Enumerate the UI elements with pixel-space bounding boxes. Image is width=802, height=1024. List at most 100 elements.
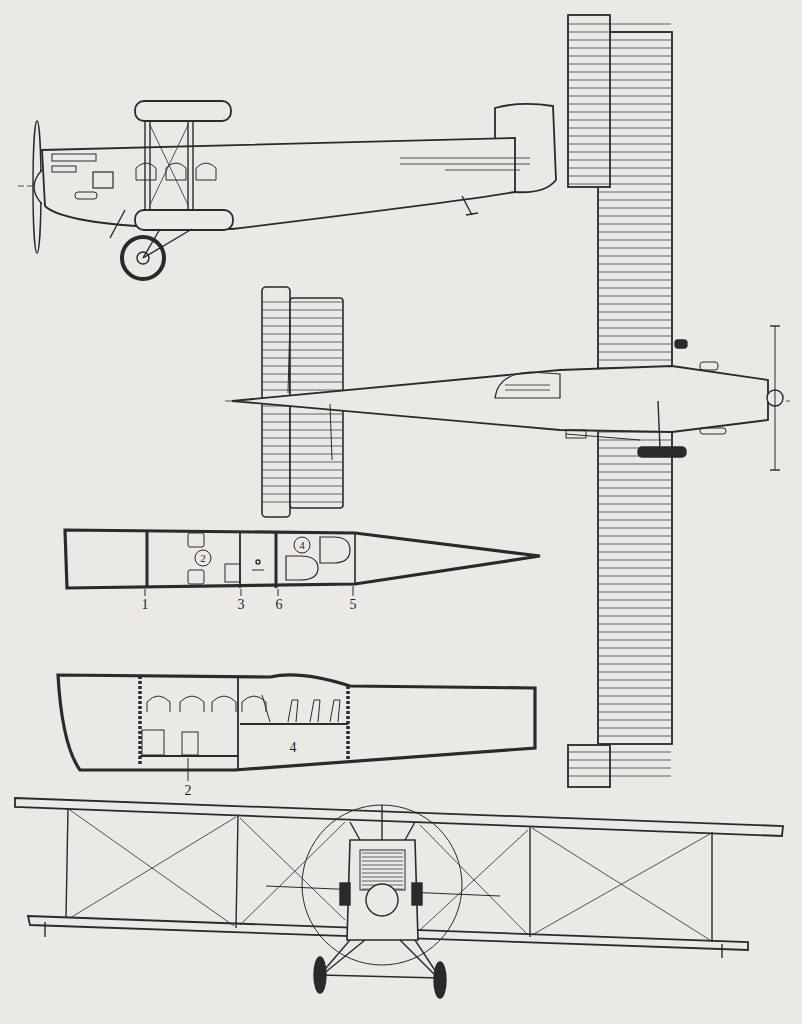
plan-view-part-part (263, 494, 342, 495)
plan-view-part-part (599, 264, 671, 265)
plan-view-part-part (263, 350, 342, 351)
callout-number: 5 (348, 597, 359, 613)
plan-view-part-part (599, 616, 671, 617)
plan-view-part-part (599, 728, 671, 729)
plan-view-part-part (599, 480, 671, 481)
plan-view-part-part (599, 320, 671, 321)
cabin-plan-section-part (252, 570, 264, 571)
plan-view-part-part (599, 560, 671, 561)
front-view-part-part (362, 853, 403, 854)
cabin-plan-section-part (278, 589, 279, 596)
front-view-part (44, 922, 45, 937)
front-view-part (412, 883, 422, 905)
plan-view-part-part (569, 24, 671, 25)
plan-view-part-part (599, 360, 671, 361)
plan-view (225, 15, 790, 787)
side-view-part (122, 237, 164, 279)
plan-view-part-part (263, 446, 342, 447)
plan-view-part-part (263, 374, 342, 375)
plan-view-part-part (599, 528, 671, 529)
plan-view-part-part (569, 144, 671, 145)
plan-view-part-part (599, 224, 671, 225)
plan-view-part-part (263, 502, 342, 503)
plan-view-part-part (569, 768, 671, 769)
side-view-part (75, 192, 97, 199)
plan-view-part-part (599, 464, 671, 465)
plan-view-part-part (569, 56, 671, 57)
plan-view-part-part (569, 152, 671, 153)
side-view-part (135, 101, 231, 121)
plan-view-part (505, 385, 550, 386)
plan-view-part-part (569, 112, 671, 113)
front-view-part (236, 815, 238, 928)
side-view-part (143, 229, 192, 258)
plan-view-part-part (599, 672, 671, 673)
plan-view-part-part (569, 184, 671, 185)
front-view-part (721, 944, 722, 958)
side-view-part (187, 121, 188, 210)
plan-view-part-part (599, 208, 671, 209)
cabin-plan-section-part (275, 531, 278, 588)
plan-view-part-part (599, 304, 671, 305)
plan-view-part-part (569, 120, 671, 121)
front-view-part (381, 805, 382, 840)
plan-view-part (568, 745, 610, 787)
front-view-part-part (362, 857, 403, 858)
plan-view-part-part (599, 640, 671, 641)
plan-view-part-part (599, 656, 671, 657)
plan-view-part-part (599, 664, 671, 665)
cabin-side-section-part (147, 696, 170, 712)
plan-view-part-part (599, 488, 671, 489)
front-view-part (420, 830, 528, 930)
plan-view-part-part (569, 168, 671, 169)
plan-view-part (495, 372, 560, 398)
plan-view-part-part (599, 328, 671, 329)
plan-view-part-part (599, 512, 671, 513)
front-view-part (532, 828, 710, 940)
callout-number: 6 (274, 597, 285, 613)
side-view-part (196, 163, 216, 180)
callout-number: 4 (288, 740, 299, 756)
front-view-part (711, 832, 712, 942)
cabin-plan-section-part (354, 533, 356, 585)
cabin-plan-section-part (145, 589, 146, 596)
plan-view-part-part (599, 624, 671, 625)
side-view-part (192, 121, 193, 210)
side-view-part (149, 121, 150, 210)
cabin-side-section-part (262, 695, 270, 722)
plan-view-part-part (599, 520, 671, 521)
cabin-plan-section-part (146, 530, 149, 588)
front-view-part (366, 884, 398, 916)
cabin-plan-section-part (241, 589, 242, 596)
side-view-part (34, 170, 42, 204)
plan-view-part-part (599, 352, 671, 353)
plan-view-part (770, 469, 780, 470)
cabin-side-section-part (242, 696, 266, 712)
plan-view-part-part (569, 160, 671, 161)
side-view-part (445, 170, 520, 171)
front-view-part (405, 822, 415, 840)
plan-view-part-part (569, 48, 671, 49)
cabin-plan-section-part (294, 537, 310, 553)
front-view-part-part (362, 881, 403, 882)
front-view-part-part (362, 861, 403, 862)
plan-view-part-part (263, 470, 342, 471)
plan-view-part (658, 401, 660, 448)
front-view-part (400, 940, 438, 978)
plan-view-part-part (599, 648, 671, 649)
circled-number: 2 (200, 553, 206, 564)
plan-view-part-part (599, 336, 671, 337)
plan-view-part (566, 434, 640, 440)
plan-view-part-part (263, 366, 342, 367)
plan-view-part-part (599, 232, 671, 233)
side-view-part (400, 158, 530, 159)
plan-view-part-part (599, 744, 671, 745)
plan-view-part-part (599, 592, 671, 593)
plan-view-part-part (599, 576, 671, 577)
plan-view-part (638, 447, 686, 457)
cabin-side-section-part (310, 700, 320, 722)
plan-view-part-part (599, 240, 671, 241)
plan-view-part-part (599, 248, 671, 249)
plan-view-part-part (599, 608, 671, 609)
